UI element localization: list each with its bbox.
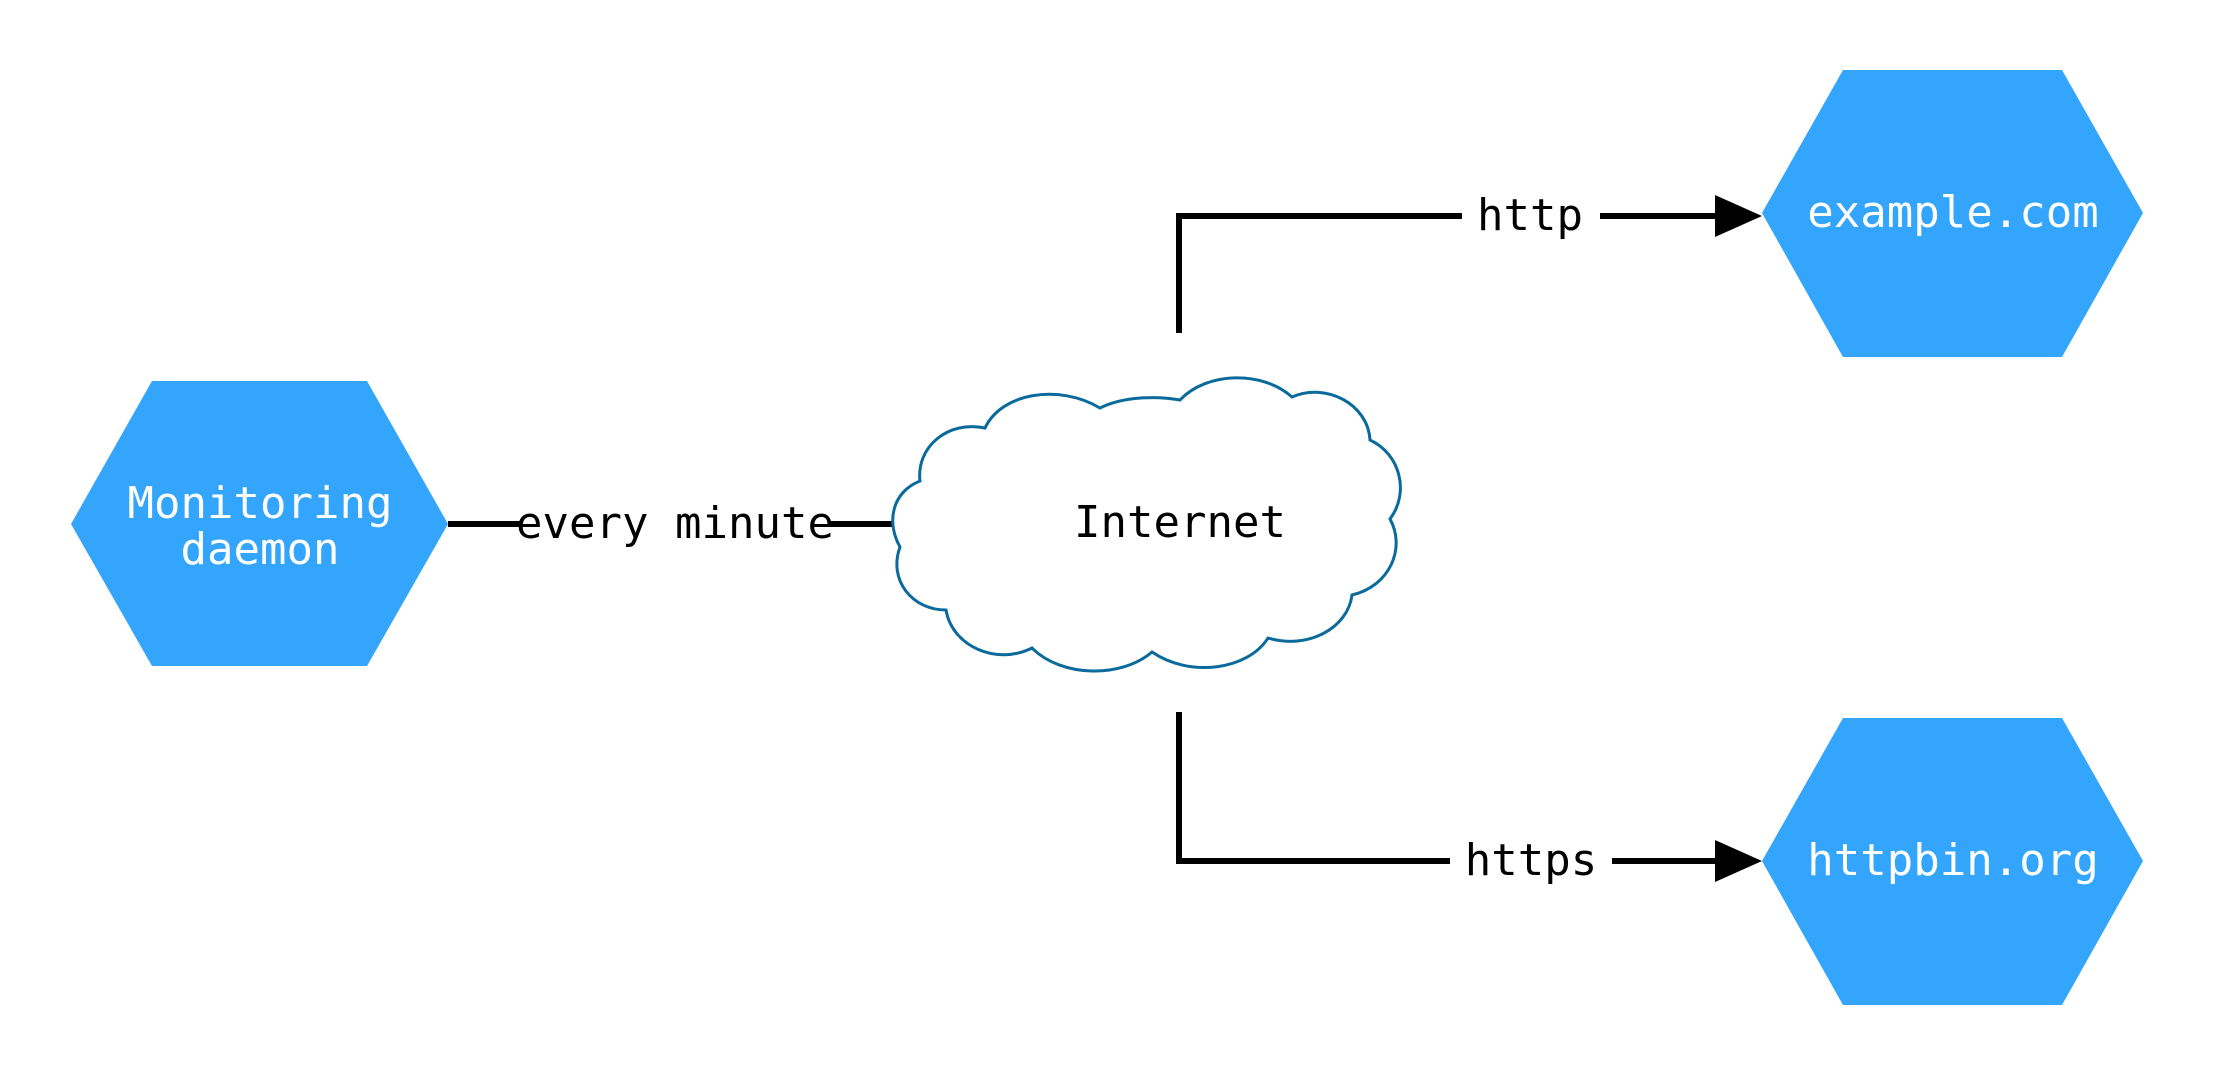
edge-elbow-down [1176, 712, 1450, 864]
hexagon-shape[interactable] [71, 381, 448, 666]
node-label-httpbin-org: httpbin.org [1807, 835, 2098, 886]
arrowhead-icon [1715, 195, 1762, 237]
node-label-example-com: example.com [1807, 187, 2098, 238]
node-monitoring-daemon[interactable]: Monitoring daemon [71, 381, 448, 666]
edge-label-https: https [1465, 835, 1597, 886]
edge-label-every-minute: every minute [516, 498, 834, 549]
hexagon-shape[interactable] [1762, 70, 2143, 357]
edge-elbow-up [1176, 213, 1462, 333]
node-label-internet: Internet [1074, 497, 1286, 548]
edge-internet-to-example: http [1176, 190, 1762, 333]
node-label-monitoring-daemon-line2: daemon [181, 524, 340, 575]
node-internet[interactable]: Internet [891, 376, 1402, 673]
edge-internet-to-httpbin: https [1176, 712, 1762, 886]
node-httpbin-org[interactable]: httpbin.org [1762, 718, 2143, 1005]
arrowhead-icon [1715, 840, 1762, 882]
cloud-shape[interactable] [891, 376, 1402, 673]
node-example-com[interactable]: example.com [1762, 70, 2143, 357]
hexagon-shape[interactable] [1762, 718, 2143, 1005]
node-label-monitoring-daemon-line1: Monitoring [128, 478, 393, 529]
edge-label-http: http [1477, 190, 1583, 241]
